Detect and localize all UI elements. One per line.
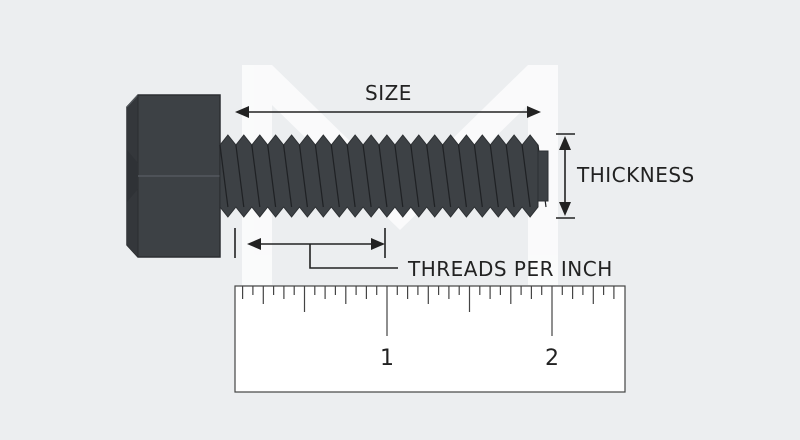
threads-per-inch-label: THREADS PER INCH [408,257,613,281]
thickness-label: THICKNESS [577,163,695,187]
ruler [234,285,626,393]
size-label: SIZE [365,81,412,105]
thread-line [283,144,293,208]
thread-line [394,144,404,208]
thread-line [473,144,483,208]
threads-per-inch-dimension [234,228,398,269]
thread-line [426,144,436,208]
thread-line [442,144,452,208]
thread-line [314,144,324,208]
thread-line [298,144,308,208]
thread-line [505,144,515,208]
thickness-dimension-arrow [556,133,575,219]
thread-line [267,144,277,208]
ruler-number-1: 1 [380,346,394,371]
thread-line [489,144,499,208]
ruler-number-2: 2 [545,346,559,371]
thread-line [457,144,467,208]
thread-line [378,144,388,208]
thread-line [521,144,531,208]
thread-line [410,144,420,208]
thread-line [235,144,245,208]
thread-line [330,144,340,208]
thread-line [219,144,229,208]
size-dimension-arrow [235,106,541,118]
bolt-shaft [219,134,549,218]
thread-line [251,144,261,208]
bolt-head [126,94,221,258]
thread-line [362,144,372,208]
thread-line [346,144,356,208]
